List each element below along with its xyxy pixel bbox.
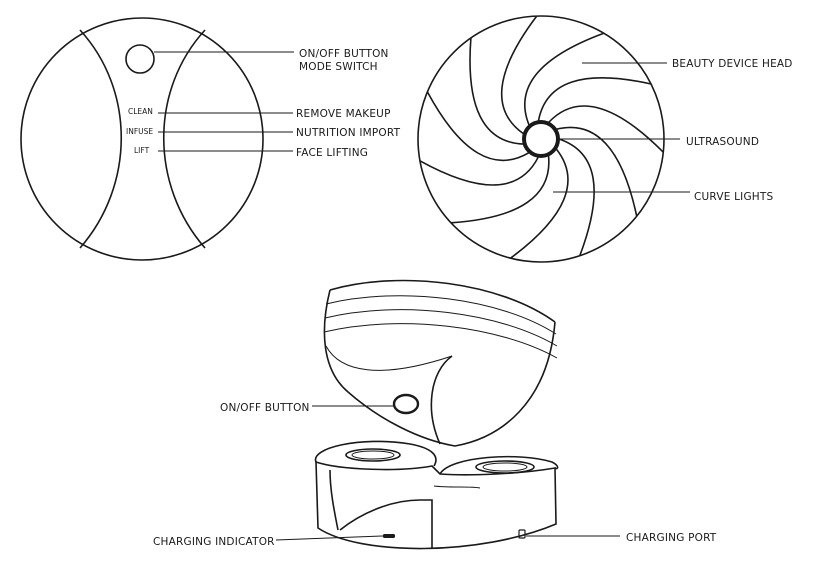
device-body-outline (323, 289, 556, 447)
beauty-device-head-label: BEAUTY DEVICE HEAD (672, 58, 793, 70)
curve-light-6 (469, 37, 524, 145)
curve-light-9 (537, 77, 652, 122)
dock-left-cradle (345, 448, 401, 462)
device-cap-top (329, 279, 556, 323)
device-back-view: CLEAN INFUSE LIFT ON/OFF BUTTON MODE SWI… (20, 17, 401, 261)
charging-indicator-light (383, 534, 395, 538)
face-lifting-label: FACE LIFTING (296, 147, 368, 159)
device-on-dock-view: ON/OFF BUTTON CHARGING INDICATOR CHARGIN… (153, 279, 717, 550)
remove-makeup-label: REMOVE MAKEUP (296, 108, 391, 120)
curve-light-8 (524, 32, 605, 126)
dock-right-cradle-inner (482, 462, 528, 472)
dock-rear-recess (433, 485, 481, 489)
charging-port-icon (518, 529, 526, 539)
curve-lights-label: CURVE LIGHTS (694, 191, 773, 203)
button-label-line1: ON/OFF BUTTON (299, 48, 389, 60)
device-upper-seam (325, 345, 453, 371)
curve-lights-group (419, 15, 664, 259)
left-seam-curve (79, 29, 122, 249)
dock-top-left-lobe (314, 440, 437, 467)
curve-light-4 (419, 156, 540, 186)
curve-light-11 (555, 126, 638, 217)
button-label-line2: MODE SWITCH (299, 61, 378, 73)
dock-body-outline (315, 460, 557, 550)
device-back-outline (20, 17, 264, 261)
charging-indicator-leader-line (275, 535, 384, 541)
on-off-button-label: ON/OFF BUTTON (220, 402, 310, 414)
on-off-button-icon (392, 393, 420, 415)
curve-light-3 (450, 155, 550, 224)
curve-light-2 (510, 148, 569, 259)
dock-top-right-lobe (439, 455, 559, 475)
curve-light-5 (426, 91, 530, 162)
ultrasound-probe-icon (522, 120, 560, 158)
device-head-view: BEAUTY DEVICE HEAD ULTRASOUND CURVE LIGH… (417, 15, 793, 263)
curve-light-10 (547, 105, 664, 153)
mode-clean-label: CLEAN (128, 107, 153, 116)
curve-light-7 (500, 15, 538, 135)
dock-front-recess (339, 499, 433, 548)
device-body-seam (430, 355, 453, 445)
curve-light-1 (558, 138, 595, 256)
dock-right-cradle (475, 460, 535, 474)
device-cap-ridge-2 (324, 309, 558, 347)
mode-infuse-label: INFUSE (126, 127, 153, 136)
right-seam-curve (163, 29, 206, 249)
nutrition-import-label: NUTRITION IMPORT (296, 127, 401, 139)
device-cap-ridge-1 (325, 295, 557, 335)
mode-lift-label: LIFT (134, 146, 150, 155)
charging-port-label: CHARGING PORT (626, 532, 717, 544)
dock-front-edge (329, 469, 339, 531)
dock-left-cradle-inner (351, 450, 395, 460)
device-cap-ridge-3 (323, 323, 558, 359)
ultrasound-label: ULTRASOUND (686, 136, 759, 148)
charging-indicator-label: CHARGING INDICATOR (153, 536, 275, 548)
power-button-icon (125, 44, 155, 74)
